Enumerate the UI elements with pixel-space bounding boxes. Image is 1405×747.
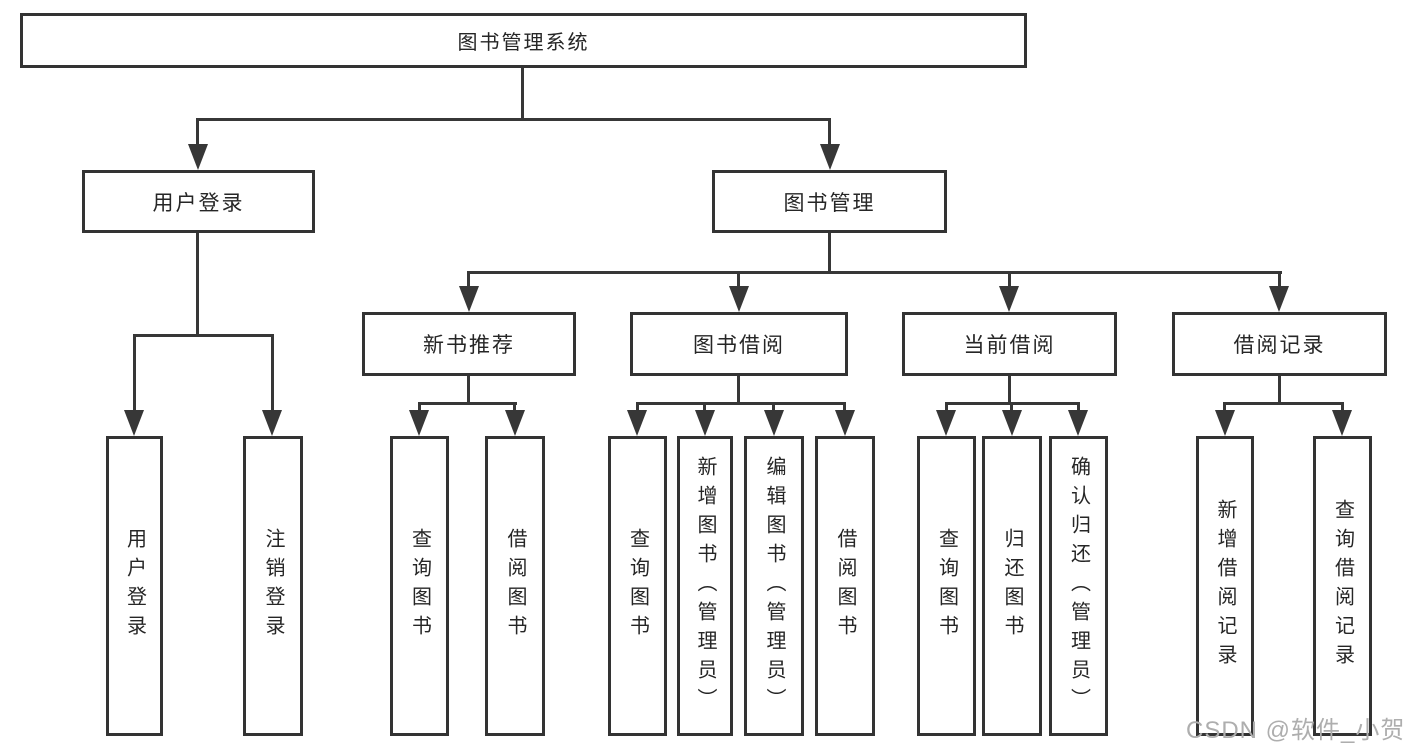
connector-arrow-shaft [1341, 402, 1344, 416]
connector-group-rail [1223, 402, 1344, 405]
arrowhead-icon [936, 410, 956, 436]
leaf-query-book: 查询图书 [917, 436, 976, 736]
leaf-query-book: 查询图书 [608, 436, 667, 736]
node-borrow-record: 借阅记录 [1172, 312, 1387, 376]
connector-group-stem [1278, 376, 1281, 404]
arrowhead-icon [764, 410, 784, 436]
leaf-label: 归还图书 [1001, 528, 1023, 644]
connector-arrow-shaft [196, 118, 199, 150]
connector-arrow-shaft [1077, 402, 1080, 416]
connector-arrow-shaft [1278, 271, 1281, 293]
arrowhead-icon [1332, 410, 1352, 436]
arrowhead-icon [1215, 410, 1235, 436]
arrowhead-icon [835, 410, 855, 436]
connector-arrow-shaft [271, 334, 274, 414]
leaf-label: 编辑图书（管理员） [763, 455, 785, 717]
leaf-label: 查询图书 [408, 528, 431, 644]
connector-group-stem [1008, 376, 1011, 404]
node-label: 用户登录 [152, 191, 245, 215]
connector-arrow-shaft [418, 402, 421, 416]
leaf-query-book: 查询图书 [390, 436, 449, 736]
connector-arrow-shaft [843, 402, 846, 416]
leaf-label: 查询借阅记录 [1331, 499, 1354, 673]
node-user-login: 用户登录 [82, 170, 315, 233]
connector-login-stem [196, 233, 199, 336]
node-label: 当前借阅 [963, 334, 1056, 357]
leaf-add-book-admin: 新增图书（管理员） [677, 436, 733, 736]
leaf-label: 新增借阅记录 [1214, 499, 1236, 673]
node-label: 借阅记录 [1233, 334, 1326, 357]
arrowhead-icon [505, 410, 525, 436]
leaf-borrow-book: 借阅图书 [815, 436, 875, 736]
arrowhead-icon [262, 410, 282, 436]
connector-level2-rail [467, 271, 1282, 274]
connector-group-rail [636, 402, 846, 405]
arrowhead-icon [627, 410, 647, 436]
leaf-user-login: 用户登录 [106, 436, 163, 736]
leaf-label: 新增图书（管理员） [694, 455, 716, 717]
connector-arrow-shaft [945, 402, 948, 416]
leaf-logout: 注销登录 [243, 436, 303, 736]
connector-arrow-shaft [1223, 402, 1226, 416]
connector-root-stem [521, 68, 524, 120]
connector-arrow-shaft [703, 402, 706, 416]
node-label: 图书借阅 [693, 334, 785, 357]
leaf-label: 借阅图书 [834, 528, 856, 644]
arrowhead-icon [695, 410, 715, 436]
leaf-add-borrow-record: 新增借阅记录 [1196, 436, 1254, 736]
connector-arrow-shaft [133, 334, 136, 414]
leaf-label: 查询图书 [626, 528, 649, 644]
leaf-label: 借阅图书 [504, 528, 526, 644]
arrowhead-icon [999, 286, 1019, 312]
csdn-watermark: CSDN @软件_小贺同学 [1186, 710, 1405, 745]
node-book-borrow: 图书借阅 [630, 312, 848, 376]
connector-arrow-shaft [1010, 402, 1013, 416]
arrowhead-icon [1068, 410, 1088, 436]
leaf-confirm-return-admin: 确认归还（管理员） [1049, 436, 1108, 736]
connector-group-rail [418, 402, 517, 405]
arrowhead-icon [124, 410, 144, 436]
leaf-label: 查询图书 [935, 528, 958, 644]
leaf-label: 确认归还（管理员） [1067, 455, 1090, 717]
connector-mgmt-stem [828, 233, 831, 273]
leaf-label: 用户登录 [123, 528, 146, 644]
connector-group-stem [737, 376, 740, 404]
arrowhead-icon [1002, 410, 1022, 436]
node-current-borrow: 当前借阅 [902, 312, 1117, 376]
arrowhead-icon [188, 144, 208, 170]
arrowhead-icon [409, 410, 429, 436]
connector-arrow-shaft [513, 402, 516, 416]
leaf-edit-book-admin: 编辑图书（管理员） [744, 436, 804, 736]
connector-arrow-shaft [1008, 271, 1011, 293]
node-label: 图书管理 [783, 191, 876, 215]
connector-arrow-shaft [772, 402, 775, 416]
connector-group-stem [467, 376, 470, 404]
leaf-label: 注销登录 [262, 528, 284, 644]
arrowhead-icon [459, 286, 479, 312]
arrowhead-icon [729, 286, 749, 312]
node-root-label: 图书管理系统 [457, 32, 590, 54]
watermark-text: CSDN @软件_小贺同 [1186, 717, 1405, 744]
connector-login-rail [133, 334, 274, 337]
node-new-book-recommend: 新书推荐 [362, 312, 576, 376]
leaf-query-borrow-record: 查询借阅记录 [1313, 436, 1372, 736]
connector-arrow-shaft [828, 118, 831, 150]
arrowhead-icon [820, 144, 840, 170]
leaf-borrow-book: 借阅图书 [485, 436, 545, 736]
connector-arrow-shaft [737, 271, 740, 293]
connector-level1-rail [197, 118, 831, 121]
leaf-return-book: 归还图书 [982, 436, 1042, 736]
arrowhead-icon [1269, 286, 1289, 312]
node-label: 新书推荐 [423, 334, 515, 357]
node-book-management: 图书管理 [712, 170, 947, 233]
connector-arrow-shaft [467, 271, 470, 293]
connector-arrow-shaft [636, 402, 639, 416]
node-root: 图书管理系统 [20, 13, 1027, 68]
